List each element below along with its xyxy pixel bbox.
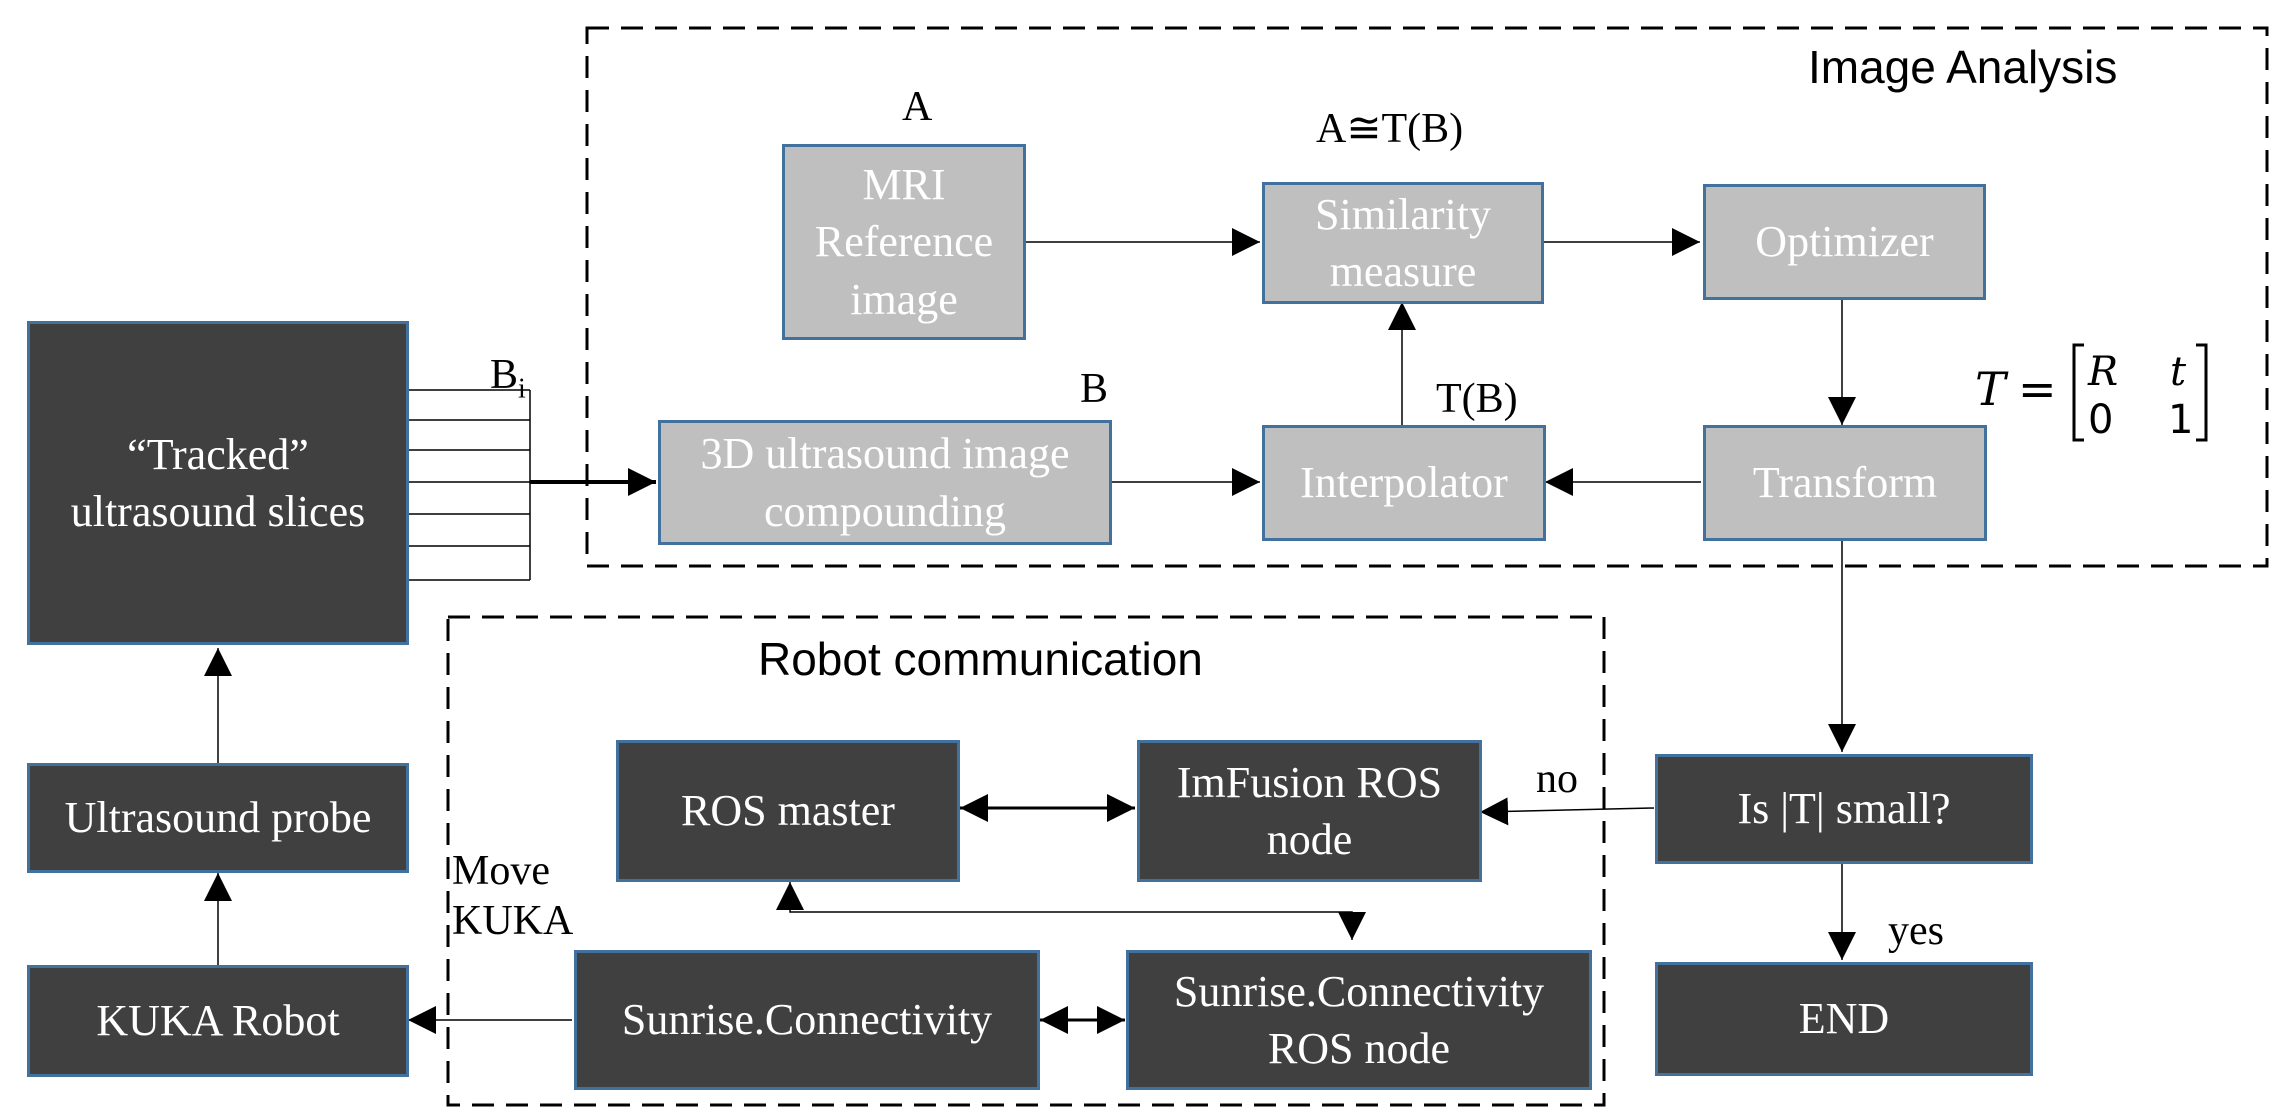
interpolator-label: Interpolator (1300, 458, 1508, 508)
tracked-slices-box: “Tracked” ultrasound slices (27, 321, 409, 645)
matrix-zero: 0 (2088, 397, 2113, 443)
sunrise-connectivity-box: Sunrise.Connectivity (574, 950, 1040, 1090)
slice-lines (405, 389, 531, 581)
arrow-decision-to-imfusion (1479, 797, 1655, 826)
similarity-measure-label: Similarity measure (1315, 189, 1491, 296)
sunrise-connectivity-label: Sunrise.Connectivity (621, 995, 993, 1045)
sunrise-ros-node-label: Sunrise.Connectivity ROS node (1173, 966, 1545, 1073)
interpolator-box: Interpolator (1262, 425, 1546, 541)
mri-reference-box: MRI Reference image (782, 144, 1026, 340)
end-box: END (1655, 962, 2033, 1076)
similarity-measure-box: Similarity measure (1262, 182, 1544, 304)
label-a: A (902, 84, 933, 130)
image-analysis-title: Image Analysis (1808, 41, 2118, 93)
matrix-r: R (2087, 349, 2118, 395)
ultrasound-probe-box: Ultrasound probe (27, 763, 409, 873)
ros-master-box: ROS master (616, 740, 960, 882)
mri-reference-label: MRI Reference image (814, 160, 994, 324)
transform-label: Transform (1752, 458, 1938, 508)
matrix-right-bracket (2196, 343, 2208, 442)
label-no: no (1536, 756, 1578, 802)
label-a-approx-tb: A≅T(B) (1316, 106, 1464, 152)
kuka-robot-label: KUKA Robot (96, 996, 340, 1046)
matrix-equals: = (2018, 362, 2057, 416)
label-yes: yes (1888, 908, 1944, 954)
label-b-i-base: B (490, 352, 519, 399)
kuka-robot-box: KUKA Robot (27, 965, 409, 1077)
robot-communication-title: Robot communication (758, 633, 1203, 685)
optimizer-box: Optimizer (1703, 184, 1986, 300)
us-compounding-box: 3D ultrasound image compounding (658, 420, 1112, 545)
arrow-ros-master-sunrise-node (776, 882, 1366, 940)
robot-communication-frame (446, 615, 1606, 1107)
imfusion-ros-node-box: ImFusion ROS node (1137, 740, 1482, 882)
transform-matrix: T = R t 0 1 (1975, 343, 2208, 443)
end-label: END (1798, 994, 1890, 1044)
is-t-small-box: Is |T| small? (1655, 754, 2033, 864)
transform-box: Transform (1703, 425, 1987, 541)
imfusion-ros-node-label: ImFusion ROS node (1176, 757, 1443, 864)
tracked-slices-label: “Tracked” ultrasound slices (70, 429, 366, 536)
us-compounding-label: 3D ultrasound image compounding (700, 429, 1070, 536)
optimizer-label: Optimizer (1755, 217, 1934, 267)
matrix-left-bracket (2072, 343, 2084, 442)
label-b-i: Bi (490, 300, 526, 406)
sunrise-ros-node-box: Sunrise.Connectivity ROS node (1126, 950, 1592, 1090)
matrix-t: t (2170, 349, 2187, 395)
label-move-kuka: Move KUKA (452, 848, 574, 945)
ultrasound-probe-label: Ultrasound probe (64, 793, 372, 843)
image-analysis-frame (585, 26, 2269, 568)
ros-master-label: ROS master (681, 786, 895, 836)
matrix-one: 1 (2168, 397, 2193, 443)
label-tb: T(B) (1436, 376, 1518, 422)
is-t-small-label: Is |T| small? (1737, 784, 1951, 834)
label-b-i-sub: i (518, 373, 526, 405)
matrix-lhs: T (1975, 362, 2009, 416)
label-b: B (1080, 366, 1109, 412)
